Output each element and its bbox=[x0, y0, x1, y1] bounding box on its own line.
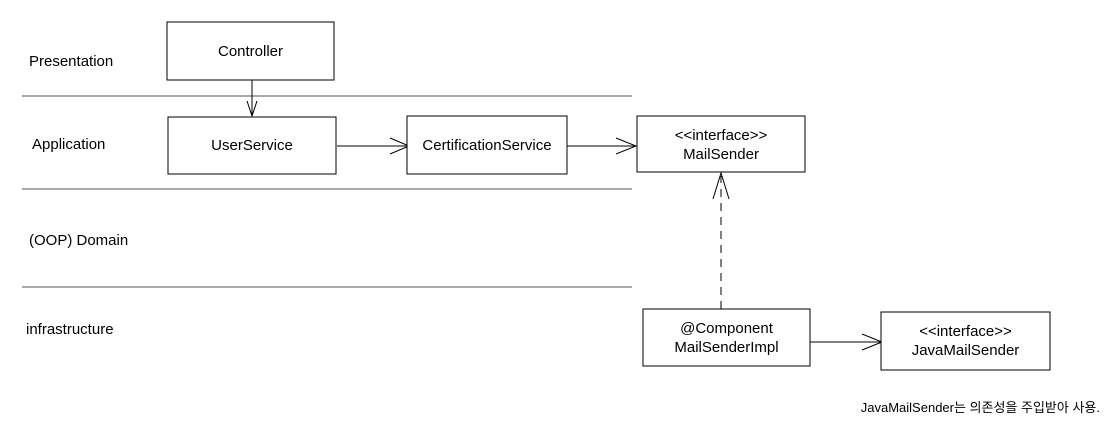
box-certification-service: CertificationService bbox=[406, 115, 568, 175]
box-mail-sender-label: MailSender bbox=[683, 146, 759, 163]
box-mail-sender-impl-label: MailSenderImpl bbox=[674, 339, 778, 356]
layer-label-presentation: Presentation bbox=[29, 53, 113, 70]
edge-mailsenderimpl-javamailsender bbox=[810, 333, 884, 351]
box-mail-sender-impl-annotation: @Component bbox=[680, 320, 774, 337]
box-java-mail-sender-label: JavaMailSender bbox=[912, 342, 1020, 359]
layer-label-infrastructure: infrastructure bbox=[26, 321, 114, 338]
edge-userservice-certificationservice bbox=[337, 137, 411, 155]
edge-controller-userservice bbox=[246, 80, 258, 118]
edge-certificationservice-mailsender bbox=[567, 137, 638, 155]
box-controller: Controller bbox=[166, 21, 335, 81]
box-user-service: UserService bbox=[167, 116, 337, 175]
diagram-note: JavaMailSender는 의존성을 주입받아 사용. bbox=[861, 400, 1100, 415]
edge-mailsenderimpl-realizes-mailsender bbox=[712, 171, 730, 309]
box-mail-sender: <<interface>> MailSender bbox=[636, 115, 806, 173]
box-java-mail-sender-stereotype: <<interface>> bbox=[919, 323, 1012, 340]
box-certification-service-label: CertificationService bbox=[422, 137, 551, 154]
box-controller-label: Controller bbox=[218, 43, 283, 60]
box-java-mail-sender: <<interface>> JavaMailSender bbox=[880, 311, 1051, 371]
box-mail-sender-impl: @Component MailSenderImpl bbox=[642, 308, 811, 367]
layer-label-domain: (OOP) Domain bbox=[29, 232, 128, 249]
layer-label-application: Application bbox=[32, 136, 105, 153]
box-mail-sender-stereotype: <<interface>> bbox=[675, 127, 768, 144]
box-user-service-label: UserService bbox=[211, 137, 293, 154]
